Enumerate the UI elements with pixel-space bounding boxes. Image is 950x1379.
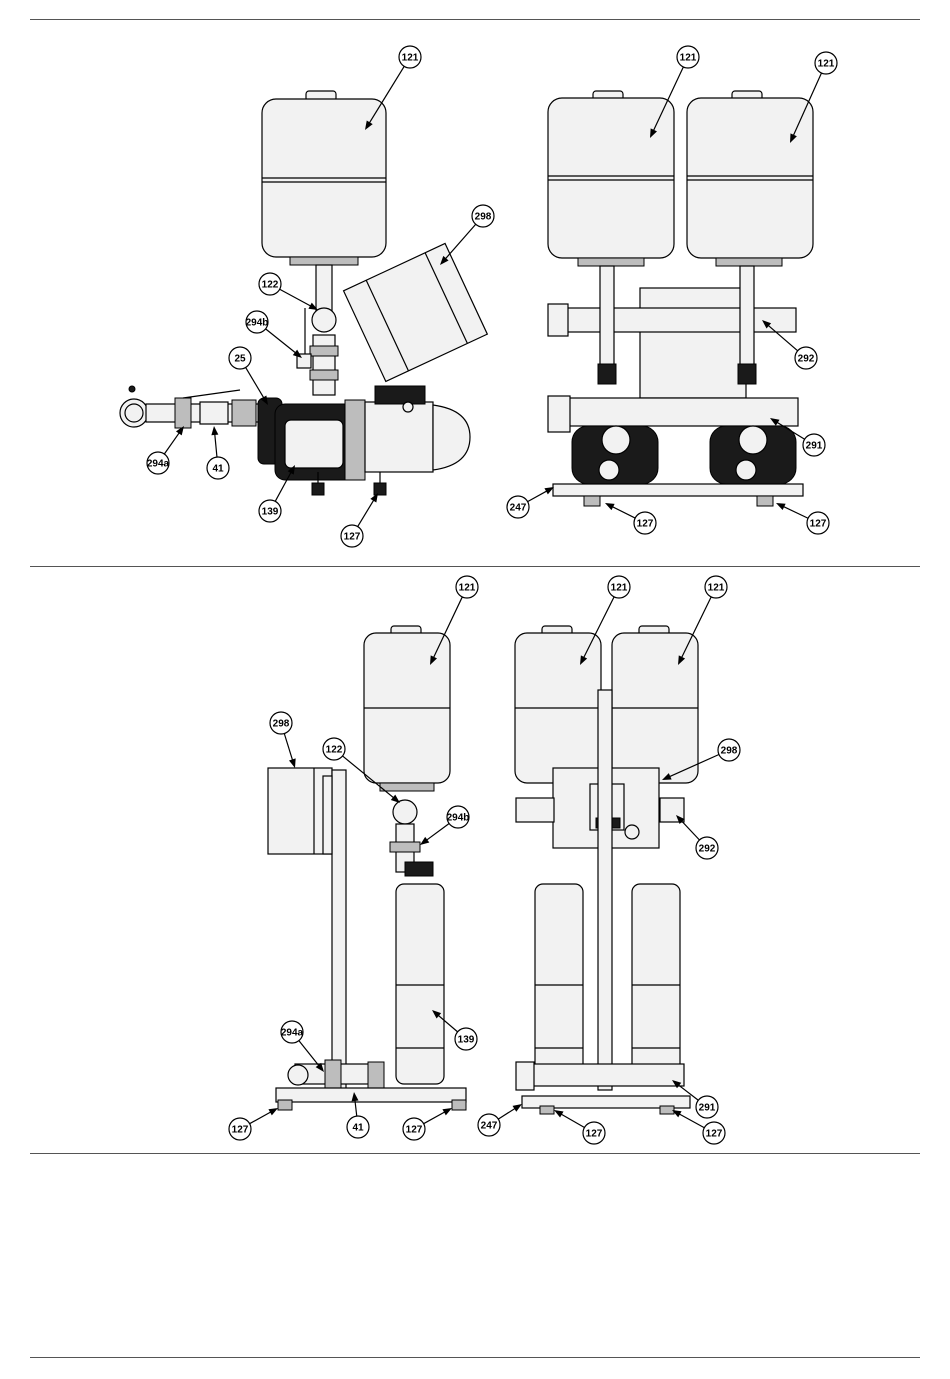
callout-label: 292 (798, 354, 815, 365)
callout-label: 127 (586, 1129, 603, 1140)
callout-label: 121 (459, 583, 476, 594)
leader-line (246, 367, 265, 399)
leader-line (781, 506, 808, 519)
arrow-head (513, 1104, 522, 1112)
callout-label: 127 (232, 1125, 249, 1136)
callout-127: 127 (672, 1110, 725, 1144)
leader-line (610, 506, 635, 518)
callout-label: 139 (458, 1035, 475, 1046)
leader-line (284, 734, 293, 763)
callout-294a: 294a (147, 426, 184, 474)
arrow-head (289, 758, 296, 768)
leader-line (425, 824, 449, 842)
callout-247: 247 (507, 487, 554, 518)
suction-valve-assembly (120, 386, 268, 428)
callout-127: 127 (403, 1108, 452, 1140)
arrow-head (605, 503, 615, 510)
arrow-head (268, 1108, 278, 1115)
twin-expansion-vessels (548, 91, 813, 266)
callout-294b: 294b (420, 806, 469, 845)
callout-label: 294b (447, 813, 470, 824)
callout-label: 41 (212, 464, 224, 475)
leader-line (424, 1111, 447, 1124)
callout-label: 139 (262, 507, 279, 518)
arrow-head (554, 1110, 564, 1118)
callout-122: 122 (259, 273, 318, 310)
callout-label: 121 (818, 59, 835, 70)
control-box (268, 768, 346, 1095)
callout-127: 127 (229, 1108, 278, 1140)
callout-label: 127 (706, 1129, 723, 1140)
figure-vertical-pumps (268, 626, 698, 1114)
callout-298: 298 (270, 712, 296, 768)
leader-line (358, 498, 375, 526)
callout-121: 121 (365, 46, 421, 130)
callout-298: 298 (440, 205, 494, 265)
callout-label: 127 (406, 1125, 423, 1136)
frame-and-manifolds (548, 266, 798, 432)
leader-line (299, 1041, 320, 1068)
callout-label: 41 (352, 1123, 364, 1134)
leader-line (498, 1107, 517, 1119)
callout-25: 25 (229, 347, 268, 405)
expansion-vessel (262, 91, 386, 265)
callout-label: 298 (273, 719, 290, 730)
arrow-head (442, 1108, 452, 1115)
callout-247: 247 (478, 1104, 522, 1136)
leader-line (164, 431, 180, 454)
arrow-head (420, 837, 429, 845)
callout-127: 127 (341, 493, 378, 547)
leader-line (444, 224, 476, 260)
leader-line (250, 1111, 273, 1124)
leader-line (528, 490, 549, 502)
arrow-head (776, 503, 786, 510)
callout-label: 292 (699, 844, 716, 855)
arrow-head (211, 426, 218, 435)
callout-127: 127 (605, 503, 656, 534)
horizontal-pump (258, 386, 470, 495)
figure-horizontal-pumps (120, 91, 813, 506)
callout-127: 127 (776, 503, 829, 534)
callout-label: 291 (699, 1103, 716, 1114)
callout-label: 294b (246, 318, 269, 329)
callout-label: 247 (481, 1121, 498, 1132)
leader-line (559, 1113, 584, 1128)
base-plate (553, 484, 803, 506)
callout-label: 127 (344, 532, 361, 543)
callout-label: 294a (147, 459, 170, 470)
callout-label: 122 (326, 745, 343, 756)
callout-label: 298 (475, 212, 492, 223)
riser-pipe (297, 265, 338, 395)
leader-line (280, 289, 313, 307)
callout-label: 247 (510, 503, 527, 514)
callout-label: 121 (680, 53, 697, 64)
callout-label: 121 (708, 583, 725, 594)
callout-label: 127 (810, 519, 827, 530)
callout-label: 127 (637, 519, 654, 530)
callout-41: 41 (207, 426, 229, 479)
twin-pumps (572, 426, 796, 484)
callout-label: 121 (611, 583, 628, 594)
leader-line (266, 329, 298, 354)
callout-label: 294a (281, 1028, 304, 1039)
callout-294b: 294b (246, 311, 302, 358)
leader-line (680, 819, 699, 840)
callout-label: 298 (721, 746, 738, 757)
callout-label: 121 (402, 53, 419, 64)
callout-127: 127 (554, 1110, 605, 1144)
callout-label: 291 (806, 441, 823, 452)
callout-292: 292 (676, 815, 718, 859)
leader-line (215, 432, 217, 457)
control-box (344, 243, 488, 381)
callout-label: 25 (234, 354, 246, 365)
callout-label: 122 (262, 280, 279, 291)
